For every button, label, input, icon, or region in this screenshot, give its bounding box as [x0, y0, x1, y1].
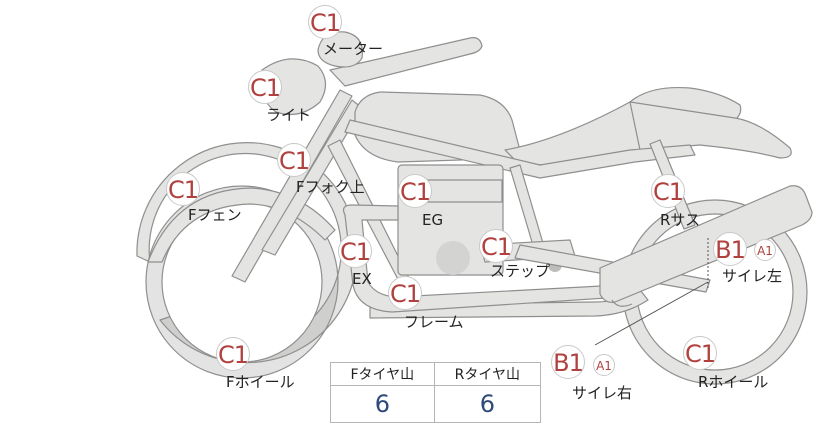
front-tire: [136, 142, 358, 364]
r-wheel-grade-badge: C1: [683, 336, 717, 370]
silencer-right-grade-badge: B1: [551, 345, 585, 379]
f-fender-grade-badge: C1: [166, 172, 200, 206]
eg-grade-badge: C1: [398, 174, 432, 208]
tire-table-header-row: Fタイヤ山 Rタイヤ山: [330, 362, 542, 386]
front-tire-header: Fタイヤ山: [330, 362, 435, 386]
silencer-right-sub-grade-badge: A1: [593, 354, 615, 376]
handlebar: [329, 37, 483, 87]
r-wheel-label: Rホイール: [698, 373, 769, 391]
exhaust-pipe: [342, 204, 623, 313]
frame-grade-badge: C1: [388, 276, 422, 310]
r-sus-label: Rサス: [660, 211, 701, 229]
f-fender-label: Fフェン: [188, 206, 242, 224]
frame-top: [344, 119, 696, 179]
tail-cowl: [629, 101, 792, 159]
light-label: ライト: [266, 106, 312, 124]
rear-tire-value: 6: [433, 385, 542, 423]
step-label: ステップ: [490, 262, 551, 280]
front-tire-value: 6: [330, 385, 435, 423]
ex-label: EX: [352, 270, 372, 288]
light-grade-badge: C1: [248, 70, 282, 104]
f-wheel-grade-badge: C1: [216, 337, 250, 371]
silencer: [599, 185, 813, 303]
silencer-left-sub-grade-badge: A1: [754, 239, 776, 261]
tire-table-value-row: 6 6: [330, 385, 542, 423]
f-fork-upper-label: Fフォク上: [296, 178, 365, 196]
f-fork-upper-grade-badge: C1: [277, 143, 311, 177]
step-grade-badge: C1: [479, 229, 513, 263]
frame-label: フレーム: [404, 313, 464, 331]
meter-label: メーター: [323, 40, 384, 58]
silencer-left-label: サイレ左: [722, 267, 783, 285]
rear-tire-header: Rタイヤ山: [433, 362, 542, 386]
silencer-right-label: サイレ右: [572, 384, 633, 402]
eg-label: EG: [422, 211, 444, 229]
tire-tread-table: Fタイヤ山 Rタイヤ山 6 6: [330, 362, 542, 423]
silencer-right-leader: [594, 281, 709, 346]
silencer-left-grade-badge: B1: [713, 232, 747, 266]
meter-grade-badge: C1: [308, 5, 342, 39]
engine-cover: [436, 241, 470, 275]
ex-grade-badge: C1: [338, 234, 372, 268]
f-wheel-label: Fホイール: [226, 373, 295, 391]
r-sus-grade-badge: C1: [651, 174, 685, 208]
